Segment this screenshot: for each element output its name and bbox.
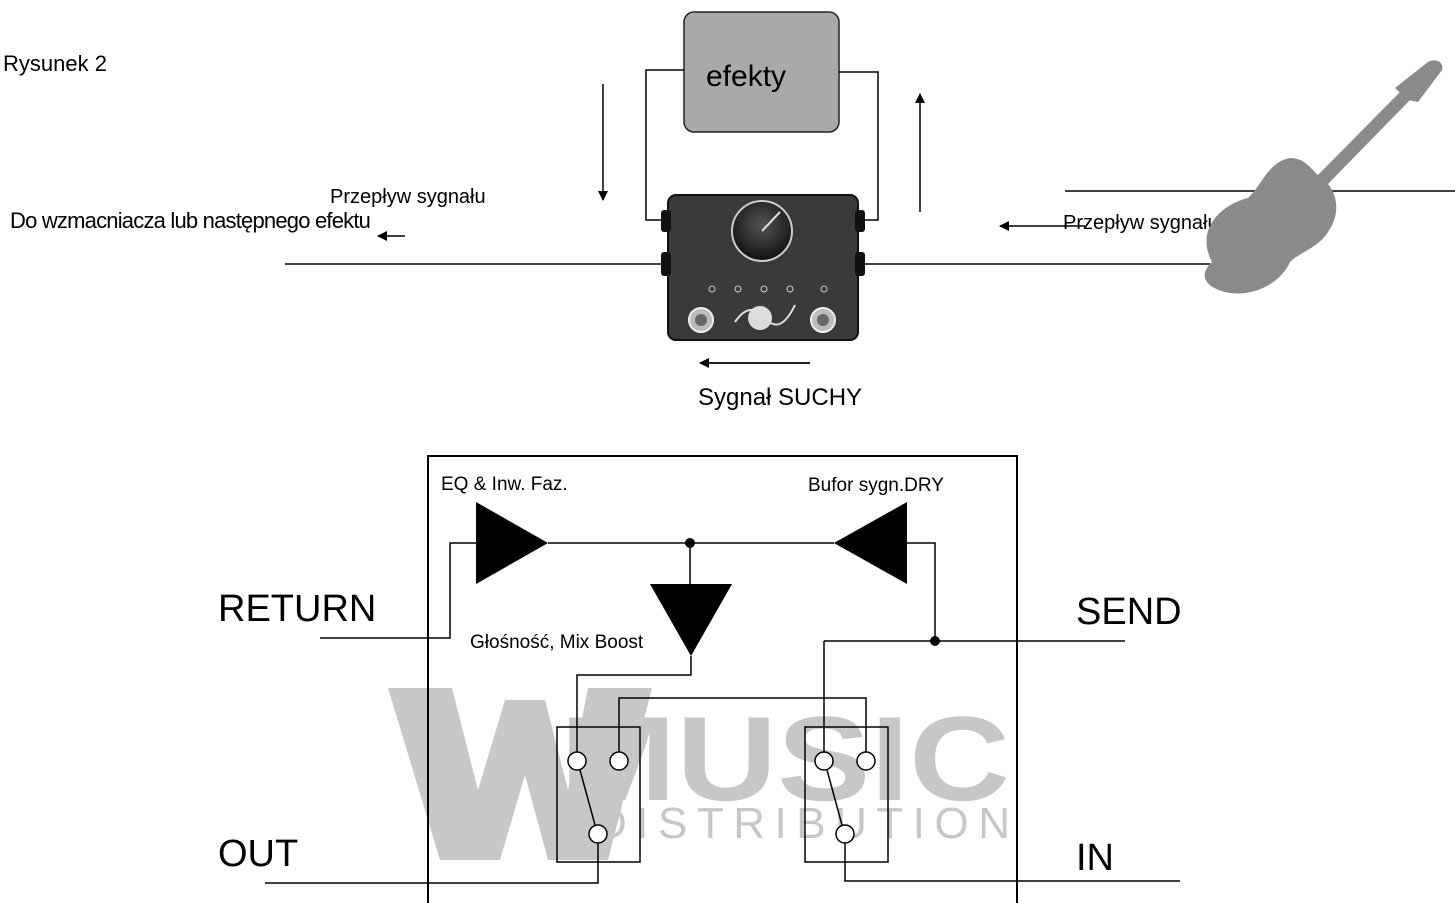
pedal-led-1 <box>708 285 716 293</box>
return-loop-wire <box>839 71 879 221</box>
switch-right-common <box>835 824 855 844</box>
flow-label-left: Przepływ sygnału <box>330 186 486 208</box>
out-label: OUT <box>218 833 298 875</box>
pedal-led-4 <box>786 285 794 293</box>
jack-output <box>661 252 671 276</box>
jack-return <box>855 210 865 232</box>
effects-box-label: efekty <box>706 60 786 93</box>
jack-send <box>661 210 671 232</box>
wire-crossover <box>618 697 867 752</box>
switch-left-lever <box>579 769 596 826</box>
volume-amp-triangle <box>650 584 732 656</box>
pedal-led-3 <box>760 285 768 293</box>
wire-return <box>320 542 476 639</box>
mix-knob-pointer <box>761 211 781 232</box>
footswitch-left-inner <box>695 314 707 326</box>
pedal-logo-swoosh <box>734 304 796 326</box>
dry-signal-label: Sygnał SUCHY <box>698 384 862 411</box>
watermark-distribution: DISTRIBUTION <box>595 799 1010 848</box>
junction-send <box>930 636 940 646</box>
pedal-led-5 <box>820 285 828 293</box>
eq-amp-triangle <box>476 502 548 584</box>
switch-left-contact-a <box>567 751 587 771</box>
pedal-led-2 <box>734 285 742 293</box>
figure-label: Rysunek 2 <box>3 51 107 76</box>
circuit-enclosure <box>427 455 1018 903</box>
buffer-label: Bufor sygn.DRY <box>808 475 944 496</box>
wire-buffer-in <box>907 542 936 641</box>
pedal <box>661 194 865 341</box>
footswitch-right-inner <box>817 314 829 326</box>
buffer-amp-triangle <box>834 502 907 584</box>
jack-input <box>855 252 865 276</box>
watermark-w-logo <box>388 688 652 860</box>
return-label: RETURN <box>218 588 376 630</box>
switch-box-right <box>804 726 889 863</box>
send-label: SEND <box>1076 591 1182 633</box>
watermark: MUSIC DISTRIBUTION <box>388 688 1010 860</box>
switch-right-contact-b <box>856 751 876 771</box>
wire-out <box>265 843 599 884</box>
wire-volume-to-switch <box>576 656 692 752</box>
guitar-icon <box>1204 60 1443 294</box>
switch-left-common <box>588 824 608 844</box>
send-loop-wire <box>645 69 684 221</box>
watermark-music: MUSIC <box>560 692 1010 826</box>
volume-label: Głośność, Mix Boost <box>470 632 644 653</box>
switch-right-contact-a <box>814 751 834 771</box>
switch-left-contact-b <box>609 751 629 771</box>
flow-label-right: Przepływ sygnału <box>1063 212 1219 234</box>
in-label: IN <box>1076 837 1114 879</box>
pedal-logo <box>748 306 772 330</box>
to-amp-label: Do wzmacniacza lub następnego efektu <box>10 208 370 233</box>
switch-right-lever <box>826 769 843 826</box>
wire-in <box>844 843 1180 882</box>
eq-label: EQ & Inw. Faz. <box>441 474 568 495</box>
